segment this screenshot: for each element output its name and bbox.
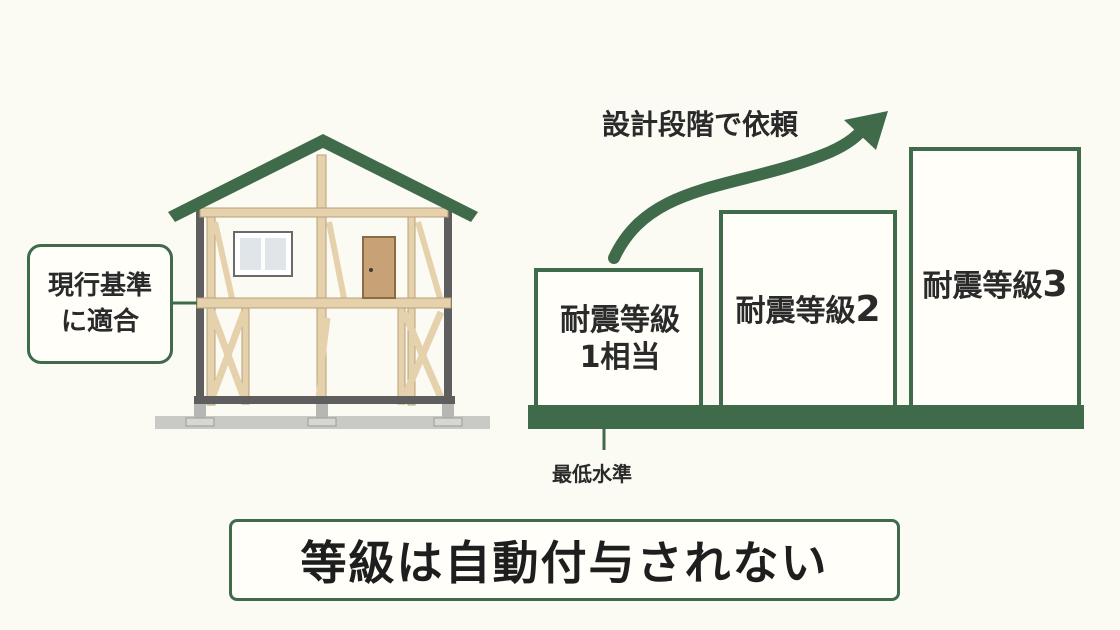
grade-3-line1: 耐震等級	[922, 269, 1043, 304]
door	[362, 236, 396, 299]
brace	[208, 310, 248, 400]
grade-3-label: 耐震等級3	[912, 150, 1078, 404]
house-label: 現行基準 に適合	[27, 244, 173, 364]
house-illustration	[155, 134, 490, 429]
footer-message: 等級は自動付与されない	[229, 519, 900, 601]
brace	[415, 221, 443, 299]
foundation-block	[194, 404, 206, 420]
brace	[326, 221, 347, 299]
sill	[194, 396, 455, 404]
grade-2-label: 耐震等級2	[722, 214, 894, 404]
brace	[315, 317, 331, 399]
baseline-label: 最低水準	[552, 462, 632, 486]
foundation-block	[307, 417, 337, 427]
house-label-line2: に適合	[60, 307, 139, 337]
footer-text: 等級は自動付与されない	[300, 536, 829, 590]
foundation-block	[433, 417, 463, 427]
grade-2-line1: 耐震等級	[735, 293, 856, 329]
post	[206, 214, 216, 406]
grade-1-line1: 耐震等級	[560, 302, 680, 338]
beam-top	[199, 207, 449, 218]
foundation-block	[442, 404, 454, 420]
upgrade-arrow	[608, 122, 870, 264]
arrow-label: 設計段階で依頼	[602, 108, 799, 141]
foundation-block	[185, 417, 215, 427]
grade-2-number: 2	[855, 288, 881, 330]
brace	[400, 310, 445, 400]
beam-middle	[196, 297, 452, 309]
window	[233, 231, 293, 277]
grade-1-label: 耐震等級 1相当	[540, 274, 700, 404]
house-label-line1: 現行基準	[47, 271, 152, 301]
foundation-block	[316, 404, 328, 420]
grade-1-line2: 1相当	[579, 340, 661, 375]
grade-3-number: 3	[1042, 264, 1068, 305]
grade-box-3	[909, 147, 1081, 409]
grade-box-1	[534, 268, 703, 409]
arrow-head-icon	[844, 111, 888, 150]
grade-box-2	[719, 210, 897, 409]
brace	[212, 221, 235, 299]
